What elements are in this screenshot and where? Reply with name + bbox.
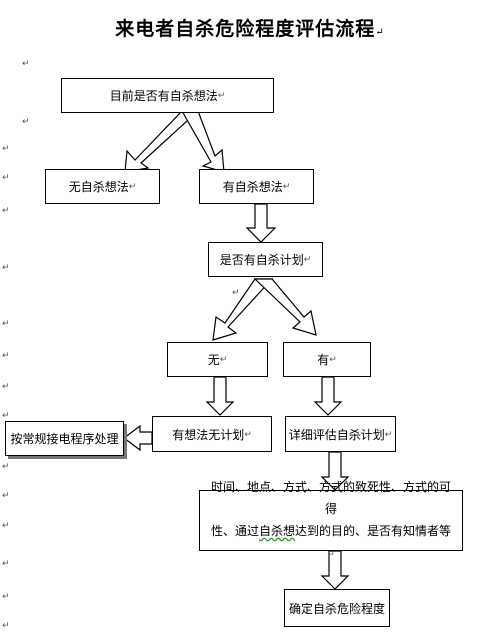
node-plan-details: 时间、地点、方式、方式的致死性、方式的可得 性、通过自杀想达到的目的、是否有知情… bbox=[199, 480, 463, 559]
node-label: 按常规接电程序处理 bbox=[10, 432, 119, 446]
node-label: 无自杀想法 bbox=[68, 180, 129, 194]
node-label: 目前是否有自杀想法 bbox=[109, 89, 218, 103]
arrow-down-3 bbox=[313, 376, 343, 416]
node-label: 有 bbox=[317, 353, 330, 367]
paragraph-mark: ↵ bbox=[2, 620, 10, 630]
arrow-down-5 bbox=[320, 550, 350, 590]
paragraph-mark: ↵ bbox=[2, 262, 10, 272]
paragraph-mark: ↵ bbox=[2, 490, 10, 500]
node-label: 详细评估自杀计划 bbox=[288, 427, 385, 442]
paragraph-mark: ↵ bbox=[2, 205, 10, 215]
node-no-plan: 无↵ bbox=[167, 342, 268, 377]
arrow-split-left bbox=[124, 110, 200, 173]
node-label: 有想法无计划 bbox=[172, 427, 245, 442]
arrow-down-2 bbox=[205, 376, 235, 416]
paragraph-mark: ↵ bbox=[22, 58, 30, 68]
node-label: 无 bbox=[207, 353, 220, 367]
node-thought-no-plan: 有想法无计划↵ bbox=[152, 416, 272, 452]
node-routine-call-procedure: 按常规接电程序处理 bbox=[5, 421, 124, 456]
arrow-down-1 bbox=[245, 203, 277, 243]
page-title: 来电者自杀危险程度评估流程↵ bbox=[115, 19, 385, 40]
paragraph-mark: ↵ bbox=[2, 172, 10, 182]
node-current-suicide-thought: 目前是否有自杀想法↵ bbox=[61, 78, 274, 113]
node-has-plan: 有↵ bbox=[283, 342, 371, 377]
node-label: 有自杀想法 bbox=[222, 180, 283, 194]
node-label: 是否有自杀计划 bbox=[219, 253, 304, 267]
paragraph-mark: ↵ bbox=[2, 410, 10, 420]
node-has-suicide-thought: 有自杀想法↵ bbox=[199, 169, 314, 204]
paragraph-mark: ↵ bbox=[2, 381, 10, 391]
paragraph-mark: ↵ bbox=[232, 287, 240, 297]
node-label-line-2: 性、通过自杀想达到的目的、是否有知情者等↵ bbox=[210, 524, 452, 559]
paragraph-mark: ↵ bbox=[22, 116, 30, 126]
arrow-split-right-2 bbox=[253, 278, 317, 336]
paragraph-mark: ↵ bbox=[2, 558, 10, 568]
arrow-split-left-2 bbox=[212, 278, 274, 341]
node-determine-risk-level: 确定自杀危险程度 bbox=[284, 589, 390, 627]
paragraph-mark: ↵ bbox=[2, 350, 10, 360]
arrow-left-1 bbox=[123, 424, 153, 452]
node-no-suicide-thought: 无自杀想法↵ bbox=[45, 169, 160, 204]
paragraph-mark: ↵ bbox=[2, 520, 10, 530]
node-suicide-plan-question: 是否有自杀计划↵ bbox=[208, 242, 323, 277]
node-label: 确定自杀危险程度 bbox=[288, 601, 385, 616]
paragraph-mark: ↵ bbox=[2, 143, 10, 153]
node-label-line-1: 时间、地点、方式、方式的致死性、方式的可得 bbox=[210, 480, 451, 516]
paragraph-mark: ↵ bbox=[2, 318, 10, 328]
paragraph-mark: ↵ bbox=[2, 461, 10, 471]
paragraph-mark: ↵ bbox=[2, 591, 10, 601]
node-detailed-plan-assessment: 详细评估自杀计划↵ bbox=[285, 416, 396, 452]
arrow-split-right bbox=[180, 110, 225, 173]
arrow-down-4 bbox=[320, 451, 350, 491]
